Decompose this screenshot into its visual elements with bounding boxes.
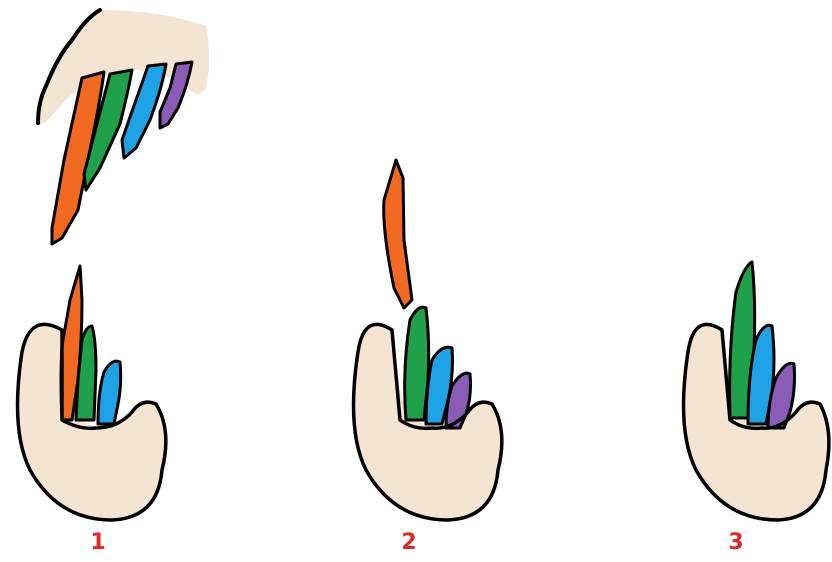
panel-1 xyxy=(18,10,210,520)
step-label-3: 3 xyxy=(716,530,756,555)
step-label-1: 1 xyxy=(78,530,118,555)
panel-2 xyxy=(354,160,502,520)
panel-3 xyxy=(684,262,829,520)
lower-tooth-blue xyxy=(98,361,121,424)
step-label-2: 2 xyxy=(389,530,429,555)
falling-tooth-orange xyxy=(384,160,412,308)
